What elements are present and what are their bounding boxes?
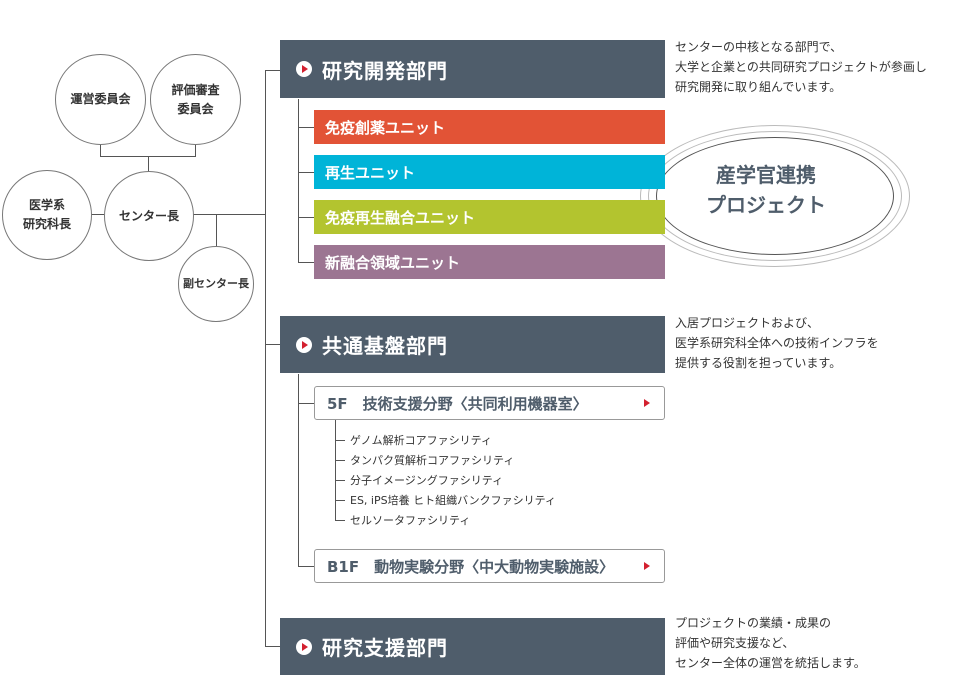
dept-research-support-description: プロジェクトの業績・成果の 評価や研究支援など、 センター全体の運営を統括します… [675,616,866,670]
center-head-label: センター長 [118,208,179,223]
unit-new-fusion-domain-label: 新融合領域ユニット [325,253,461,272]
deputy-head-node: 副センター長 [178,246,254,322]
collab-label: 産学官連携 プロジェクト [706,163,826,217]
play-icon [296,61,312,77]
dept-research-development[interactable]: 研究開発部門 [280,40,665,98]
dept-common-infrastructure-description: 入居プロジェクトおよび、 医学系研究科全体への技術インフラを 提供する役割を担っ… [675,316,879,370]
field-technical-support-label: 5F 技術支援分野〈共同利用機器室〉 [327,394,588,413]
facility-item: セルソータファシリティ [350,514,471,527]
unit-regeneration-label: 再生ユニット [325,163,416,182]
dept-common-infrastructure[interactable]: 共通基盤部門 [280,316,665,373]
dept-research-development-description: センターの中核となる部門で、 大学と企業との共同研究プロジェクトが参画し 研究開… [675,40,927,94]
unit-immune-regeneration-fusion-label: 免疫再生融合ユニット [325,208,476,227]
committee-operations-label: 運営委員会 [70,92,131,107]
unit-regeneration[interactable]: 再生ユニット [314,155,665,189]
play-icon [296,336,312,353]
center-head-node: センター長 [104,171,194,261]
arrow-right-icon [644,562,650,570]
play-icon [296,638,312,655]
field-animal-experiment[interactable]: B1F 動物実験分野〈中大動物実験施設〉 [314,549,665,583]
field-technical-support[interactable]: 5F 技術支援分野〈共同利用機器室〉 [314,386,665,420]
dept-research-development-label: 研究開発部門 [322,58,448,83]
unit-immune-drug-discovery[interactable]: 免疫創薬ユニット [314,110,665,144]
arrow-right-icon [644,399,650,407]
unit-immune-drug-discovery-label: 免疫創薬ユニット [325,118,446,137]
dept-research-support[interactable]: 研究支援部門 [280,618,665,675]
facility-item: 分子イメージングファシリティ [350,474,504,487]
facility-item: タンパク質解析コアファシリティ [350,454,515,467]
medical-head-node: 医学系 研究科長 [2,170,92,260]
facility-item: ES, iPS培養 ヒト組織バンクファシリティ [350,494,556,507]
committee-evaluation-node: 評価審査 委員会 [150,54,241,145]
committee-operations-node: 運営委員会 [55,54,146,145]
unit-immune-regeneration-fusion[interactable]: 免疫再生融合ユニット [314,200,665,234]
field-animal-experiment-label: B1F 動物実験分野〈中大動物実験施設〉 [327,557,615,576]
facility-item: ゲノム解析コアファシリティ [350,434,493,447]
unit-new-fusion-domain[interactable]: 新融合領域ユニット [314,245,665,279]
dept-research-support-label: 研究支援部門 [322,636,448,660]
committee-evaluation-label: 評価審査 委員会 [171,82,220,116]
dept-common-infrastructure-label: 共通基盤部門 [322,334,448,358]
deputy-head-label: 副センター長 [183,277,249,291]
medical-head-label: 医学系 研究科長 [22,198,71,231]
